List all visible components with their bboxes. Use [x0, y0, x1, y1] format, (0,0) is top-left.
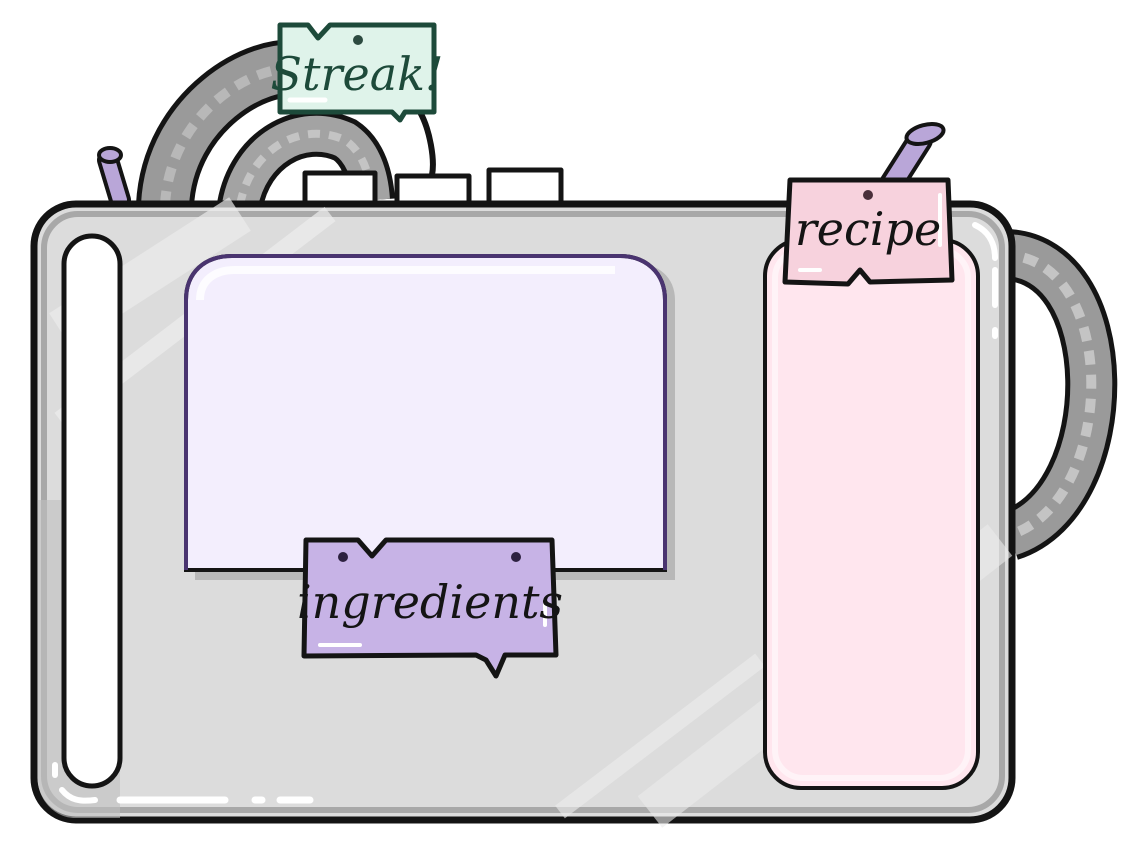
- right-hose: [998, 229, 1118, 560]
- streak-sign-string: [417, 110, 436, 176]
- top-slots: [302, 167, 564, 211]
- left-progress-slot: [61, 233, 123, 789]
- recipe-sign: [782, 177, 955, 287]
- recipe-drop-area[interactable]: [765, 285, 978, 788]
- left-purple-pipe: [97, 146, 131, 211]
- ingredients-panel: [184, 254, 675, 580]
- ingredients-sign: [301, 537, 559, 679]
- streak-sign: [277, 22, 437, 123]
- ingredients-drop-area[interactable]: [186, 256, 665, 540]
- streak-label: Streak!: [271, 47, 444, 101]
- ingredients-label: ingredients: [297, 575, 563, 629]
- recipe-label: recipe: [795, 202, 941, 256]
